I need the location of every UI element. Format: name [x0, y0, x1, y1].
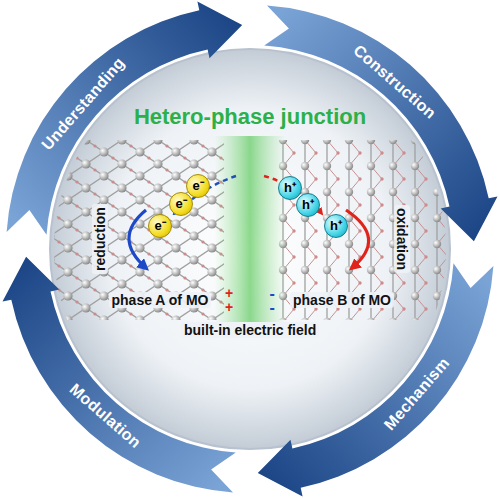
charge-sign: - — [270, 301, 275, 314]
phase-label: phase A of MO — [109, 292, 212, 308]
oxidation-arrow — [346, 210, 369, 268]
charge-sign: + — [225, 301, 233, 314]
electron: e⁻ — [169, 192, 193, 216]
diagram-title: Hetero-phase junction — [134, 104, 366, 130]
field-label: built-in electric field — [181, 322, 319, 338]
charge-sign: - — [270, 287, 275, 300]
electron: e⁻ — [148, 214, 172, 238]
phase-b-lattice — [278, 140, 454, 320]
charge-sign: + — [225, 287, 233, 300]
junction-band — [214, 136, 286, 322]
cycle-stage: Understanding — [38, 54, 128, 154]
electron: e⁻ — [186, 174, 210, 198]
process-label: reduction — [92, 204, 108, 274]
reduction-arrow — [129, 210, 146, 268]
cycle-stage: Modulation — [66, 380, 144, 452]
cycle-arrow — [3, 257, 236, 493]
phase-label: phase B of MO — [290, 292, 394, 308]
cycle-arrow — [258, 263, 494, 496]
stage-label: Mechanism — [380, 354, 453, 434]
stage-label: Modulation — [66, 380, 144, 452]
phase-a-lattice — [50, 140, 224, 320]
cycle-stage: Mechanism — [380, 354, 453, 434]
hole: h⁺ — [324, 214, 348, 238]
process-label: oxidation — [394, 205, 410, 273]
hole: h⁺ — [296, 193, 320, 217]
stage-label: Understanding — [38, 54, 128, 154]
